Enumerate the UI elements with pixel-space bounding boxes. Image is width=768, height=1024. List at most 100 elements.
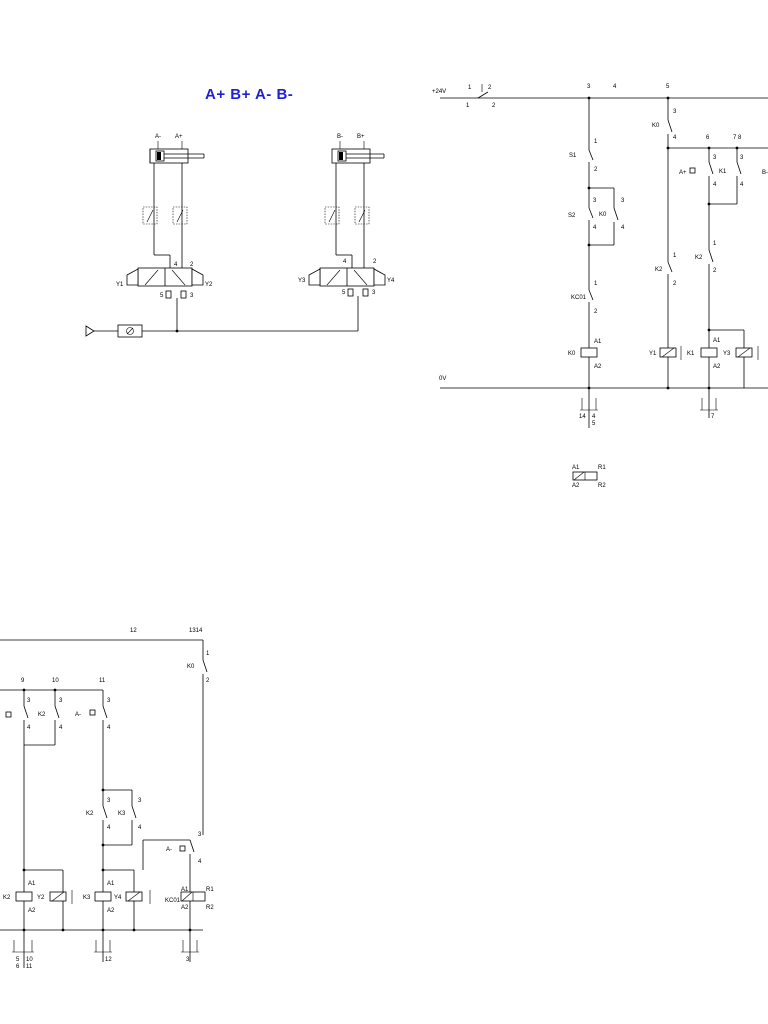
svg-text:A+: A+: [679, 170, 687, 176]
svg-text:1: 1: [594, 281, 598, 287]
svg-text:A1: A1: [594, 339, 602, 345]
contact-k0-holding: K0 3 4: [589, 188, 625, 246]
solenoid-label-y2: Y2: [205, 282, 213, 288]
svg-text:2: 2: [594, 167, 598, 173]
coil-k2: K2 A1 A2: [3, 881, 36, 930]
svg-text:K0: K0: [568, 351, 576, 357]
svg-text:R2: R2: [206, 905, 214, 911]
svg-text:11: 11: [26, 964, 33, 970]
svg-text:3: 3: [198, 832, 202, 838]
flow-controls-a: [142, 163, 188, 268]
svg-text:3: 3: [107, 798, 111, 804]
node-1314: 1314: [189, 628, 203, 634]
svg-text:2: 2: [713, 268, 717, 274]
start-button-term-2b: 2: [492, 103, 496, 109]
svg-text:A-: A-: [75, 712, 81, 718]
ladder-bottom: 12 1314 K0 1 2 9 10 11: [0, 628, 214, 970]
svg-text:A1: A1: [181, 887, 189, 893]
svg-text:2: 2: [594, 309, 598, 315]
svg-text:3: 3: [673, 109, 677, 115]
solenoid-y4: Y4: [114, 890, 151, 930]
svg-text:3: 3: [621, 198, 625, 204]
valve-a-port-4: 4: [174, 262, 178, 268]
solenoid-label-y1: Y1: [116, 282, 124, 288]
valve-b-port-5: 5: [342, 290, 346, 296]
contact-kc01: KC01 1 2: [571, 245, 598, 348]
svg-text:A2: A2: [572, 483, 580, 489]
svg-text:3: 3: [59, 698, 63, 704]
svg-text:K2: K2: [655, 267, 663, 273]
supply-label: +24V: [432, 89, 446, 95]
node-10: 10: [52, 678, 59, 684]
start-button-term-1: 1: [468, 85, 472, 91]
coil-k0: K0 A1 A2: [568, 339, 602, 388]
svg-text:S1: S1: [569, 153, 577, 159]
svg-text:1: 1: [594, 139, 598, 145]
sequence-title: A+ B+ A- B-: [205, 86, 294, 103]
valve-a-port-2: 2: [190, 262, 194, 268]
svg-text:4: 4: [713, 182, 717, 188]
contact-s2: S2 3 4: [568, 188, 597, 245]
node-5: 5: [666, 84, 670, 90]
contact-k2-rung-k3: K2 3 4: [86, 790, 111, 845]
svg-text:6: 6: [16, 964, 20, 970]
svg-text:A2: A2: [181, 905, 189, 911]
svg-text:B-: B-: [762, 170, 768, 176]
svg-text:A2: A2: [594, 364, 602, 370]
svg-text:A2: A2: [713, 364, 721, 370]
sensor-a-minus-rung: A- 3 4: [75, 690, 111, 790]
svg-text:A2: A2: [107, 908, 115, 914]
svg-text:4: 4: [59, 725, 63, 731]
svg-text:4: 4: [107, 725, 111, 731]
start-button[interactable]: 1 2 1 2: [466, 84, 500, 109]
svg-text:3: 3: [138, 798, 142, 804]
limit-label-a-plus: A+: [175, 134, 183, 140]
svg-text:R1: R1: [206, 887, 214, 893]
node-78: 7 8: [733, 135, 742, 141]
contact-k2-rung2: K2 1 2: [655, 253, 677, 348]
xref-k3: 12: [94, 930, 112, 963]
cylinder-b: B- B+: [331, 134, 385, 164]
svg-text:Y2: Y2: [37, 895, 45, 901]
svg-text:4: 4: [740, 182, 744, 188]
svg-text:4: 4: [27, 725, 31, 731]
solenoid-y3: Y3: [723, 346, 759, 360]
svg-text:A2: A2: [28, 908, 36, 914]
valve-b-port-3: 3: [372, 290, 376, 296]
svg-text:10: 10: [26, 957, 33, 963]
cylinder-a: A- A+: [149, 134, 205, 164]
svg-text:3: 3: [107, 698, 111, 704]
node-6: 6: [706, 135, 710, 141]
svg-text:R2: R2: [598, 483, 606, 489]
svg-text:K2: K2: [86, 811, 94, 817]
svg-text:K2: K2: [3, 895, 11, 901]
svg-text:3: 3: [186, 957, 190, 963]
valve-b: 4 2 5 3 Y3 Y4: [298, 254, 395, 297]
node-4: 4: [613, 84, 617, 90]
svg-text:4: 4: [138, 825, 142, 831]
coil-k3: K3 A1 A2: [83, 881, 115, 930]
svg-text:1: 1: [713, 241, 717, 247]
svg-text:K0: K0: [187, 664, 195, 670]
limit-label-b-minus: B-: [337, 134, 343, 140]
start-button-term-1b: 1: [466, 103, 470, 109]
sensor-a-minus-timer: A- 3 4: [166, 832, 202, 892]
svg-text:12: 12: [105, 957, 112, 963]
contact-k1-holding: K1 3 4 B-: [709, 148, 768, 205]
svg-text:4: 4: [621, 225, 625, 231]
svg-text:K3: K3: [118, 811, 126, 817]
svg-text:4: 4: [593, 225, 597, 231]
contact-k0-rung2: K0 3 4: [652, 109, 677, 148]
start-button-term-2: 2: [488, 85, 492, 91]
common-label: 0V: [439, 376, 446, 382]
svg-text:4: 4: [107, 825, 111, 831]
solenoid-label-y3: Y3: [298, 278, 306, 284]
svg-text:1: 1: [673, 253, 677, 259]
solenoid-y1: Y1 K1: [649, 346, 695, 388]
contact-k0-bottom: K0 1 2: [187, 640, 210, 835]
svg-text:14: 14: [579, 414, 586, 420]
svg-text:K0: K0: [599, 212, 607, 218]
limit-label-b-plus: B+: [357, 134, 365, 140]
svg-text:Y3: Y3: [723, 351, 731, 357]
